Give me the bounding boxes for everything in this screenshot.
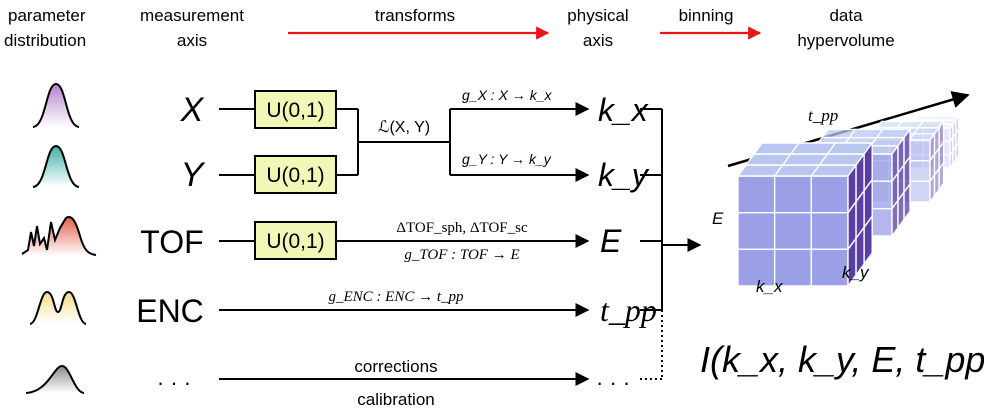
red-distribution-fill <box>22 216 96 256</box>
corrections-label: corrections <box>354 357 437 376</box>
measurement-axis-y: Y <box>181 156 206 194</box>
header-hypervolume-line2: hypervolume <box>797 31 894 50</box>
uniform-box-x-label: U(0,1) <box>266 99 324 122</box>
cube-ky-label: k_y <box>842 263 870 282</box>
cube-1-front-cell <box>773 175 813 214</box>
transform-gy: g_Y : Y → k_y <box>462 151 552 167</box>
header-axis-line2: axis <box>177 31 207 50</box>
calibration-label: calibration <box>357 390 435 409</box>
cube-3-side-cell <box>938 160 945 192</box>
header-row: parameter distribution measurement axis … <box>4 6 895 50</box>
physical-axes: k_x k_y E t_pp · · · <box>596 92 657 395</box>
uniform-box-y-label: U(0,1) <box>266 164 324 187</box>
physical-axis-e: E <box>600 223 622 259</box>
measurement-axis-tof: TOF <box>140 224 203 260</box>
cube-kx-label: k_x <box>756 277 783 296</box>
cube-4-side-cell <box>955 140 960 163</box>
cube-3-front-cell <box>908 180 931 203</box>
cube-2-side-cell <box>903 181 911 222</box>
header-physical-line1: physical <box>567 6 628 25</box>
measurement-axis-x: X <box>180 91 205 129</box>
purple-distribution-fill <box>33 84 79 127</box>
header-transforms: transforms <box>375 6 455 25</box>
cube-energy-label: E <box>712 209 724 228</box>
header-physical-axis-line2: axis <box>583 31 613 50</box>
distributions <box>21 82 97 394</box>
purple-distribution-icon <box>32 82 80 128</box>
measurement-axis-ellipsis: · · · <box>157 370 191 395</box>
transform-labels: g_X : X → k_x g_Y : Y → k_y <box>462 87 552 167</box>
red-distribution-icon <box>21 216 97 256</box>
uniform-boxes: U(0,1) U(0,1) U(0,1) <box>254 90 337 260</box>
cube-1-front-cell <box>737 175 776 214</box>
teal-distribution-icon <box>32 144 80 188</box>
measurement-axes: X Y TOF ENC · · · <box>136 91 205 395</box>
cube-1-front-cell <box>737 211 776 251</box>
header-distribution-line2: distribution <box>4 31 86 50</box>
header-parameter-line1: parameter <box>8 6 86 25</box>
cube-1-front-cell <box>810 211 849 251</box>
measurement-axis-enc: ENC <box>136 293 204 329</box>
transform-tof-energy: g_TOF : TOF → E <box>404 247 519 263</box>
header-data-line1: data <box>829 6 863 25</box>
hypervolume-formula: I(k_x, k_y, E, t_pp, ...) <box>700 339 984 380</box>
teal-distribution-fill <box>33 146 79 187</box>
header-binning: binning <box>679 6 734 25</box>
cube-time-label: t_pp <box>808 106 838 125</box>
cube-axis-labels: E k_x k_y <box>712 209 870 296</box>
gray-distribution-fill <box>26 366 84 393</box>
transform-enc: g_ENC : ENC → t_pp <box>328 289 464 305</box>
cube-1-front-cell <box>810 175 849 214</box>
binning-bracket <box>640 108 702 380</box>
box-connectors <box>219 108 255 242</box>
transform-gx: g_X : X → k_x <box>462 87 552 103</box>
cube-3-front-cell <box>908 139 931 162</box>
yellow-distribution-fill <box>30 292 86 324</box>
yellow-distribution-icon <box>29 290 87 325</box>
uniform-box-tof-label: U(0,1) <box>266 230 324 253</box>
transform-tof-corrections: ΔTOF_sph, ΔTOF_sc <box>396 220 528 236</box>
gray-distribution-icon <box>25 364 85 394</box>
physical-axis-ellipsis: · · · <box>596 370 630 395</box>
cube-1-side-cell <box>863 214 873 267</box>
data-cubes <box>736 113 961 289</box>
header-measurement-line1: measurement <box>140 6 244 25</box>
cube-1-front-cell <box>773 211 813 251</box>
cube-3-front-cell <box>908 159 931 183</box>
correlation-bracket <box>336 102 590 182</box>
correlation-label: ℒ(X, Y) <box>378 119 430 136</box>
